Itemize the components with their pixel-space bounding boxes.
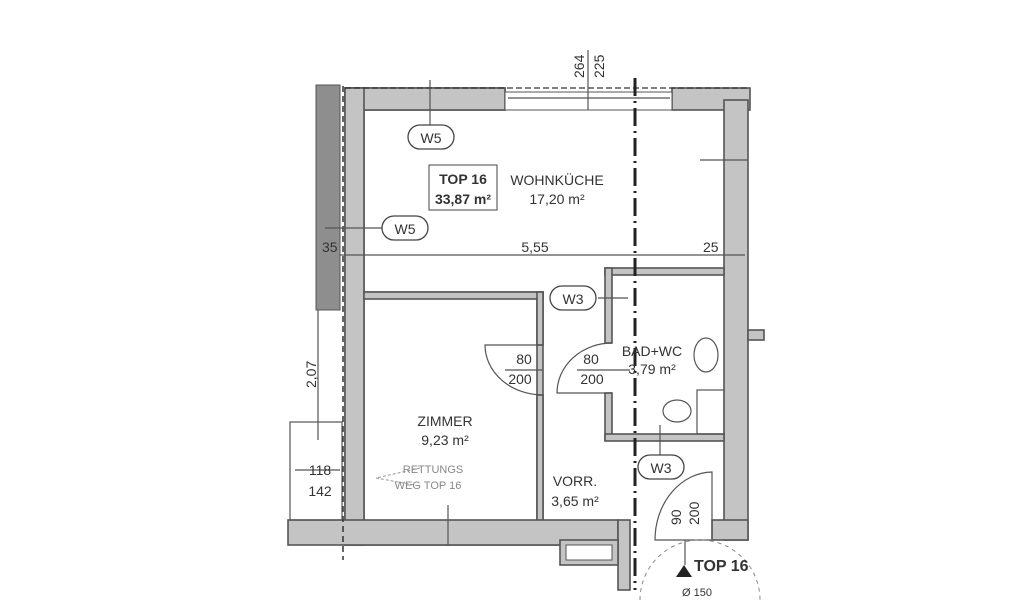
sink-icon (693, 337, 719, 373)
dim-right: 25 (703, 239, 719, 255)
dim-door2-w: 80 (583, 351, 599, 367)
unit-title: TOP 16 (439, 171, 487, 187)
window-box (289, 421, 343, 521)
door-entry[interactable] (654, 471, 713, 541)
dim-top-b: 225 (591, 54, 607, 78)
room-area: 17,20 m² (529, 191, 585, 207)
unit-area: 33,87 m² (435, 191, 491, 207)
dim-door1-w: 80 (516, 351, 532, 367)
dim-sill-a: 118 (309, 462, 332, 478)
window-tag-label: W3 (651, 460, 672, 476)
dim-width: 5,55 (521, 239, 548, 255)
wall-zimmer-right-b (536, 394, 544, 531)
dim-door1-h: 200 (508, 371, 532, 387)
turning-circle (639, 539, 761, 601)
dim-side-height: 2,07 (303, 361, 319, 388)
dim-left: 35 (322, 239, 338, 255)
wall-bath-left-b (604, 392, 613, 441)
room-name: ZIMMER (417, 413, 472, 429)
window-tag-label: W3 (563, 291, 584, 307)
dim-door2-h: 200 (580, 371, 604, 387)
room-area: 3,79 m² (628, 361, 676, 377)
window-tag-label: W5 (421, 130, 442, 146)
escape-route-line2: WEG TOP 16 (395, 480, 462, 492)
toilet-icon (662, 399, 692, 423)
window-tag: W3 (637, 454, 685, 480)
entry-label: TOP 16 (694, 558, 749, 575)
dim-entry-w: 90 (668, 509, 684, 525)
room-area: 3,65 m² (551, 493, 599, 509)
wall-left (344, 87, 365, 546)
niche (565, 544, 613, 561)
dim-sill-b: 142 (308, 483, 332, 499)
wall-zimmer-top (363, 291, 544, 300)
wall-top-left (344, 87, 506, 111)
door-bath[interactable] (556, 342, 613, 394)
walls (287, 87, 765, 591)
unit-box (428, 164, 498, 211)
escape-route-line1: RETTUNGS (403, 464, 464, 476)
window-tag: W5 (407, 124, 455, 150)
facade-strip (315, 84, 341, 311)
dim-top-a: 264 (571, 54, 587, 78)
wall-bath-left-a (604, 267, 613, 344)
wall-bath-bottom (604, 433, 725, 442)
escape-arrow-icon (375, 467, 421, 487)
room-name: WOHNKÜCHE (510, 171, 603, 188)
wall-stub (747, 329, 765, 341)
door-zimmer[interactable] (484, 344, 544, 396)
room-name: VORR. (553, 473, 597, 489)
window-tag-label: W5 (395, 221, 416, 237)
room-name: BAD+WC (622, 343, 682, 359)
wall-zimmer-right-a (536, 291, 544, 346)
window-tag: W3 (549, 285, 597, 311)
wall-bath-top (604, 267, 725, 276)
room-area: 9,23 m² (421, 432, 469, 448)
wall-entry-left (617, 519, 631, 591)
toilet-tank (696, 389, 725, 435)
wall-bottom-right (711, 519, 749, 541)
dim-entry-h: 200 (686, 501, 702, 525)
entry-triangle-icon (676, 565, 692, 577)
window-tag: W5 (381, 215, 429, 241)
wall-right (723, 99, 749, 541)
entry-note: Ø 150 (682, 587, 712, 599)
